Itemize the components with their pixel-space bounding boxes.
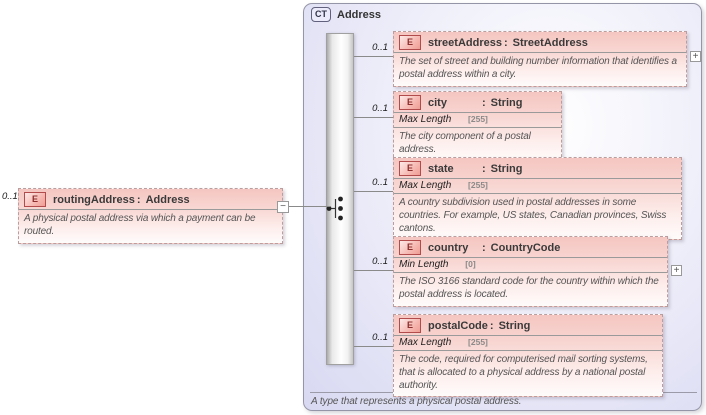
element-badge-icon: E [399,95,421,110]
element-type: String [490,96,523,109]
facet-label: Max Length [399,337,452,348]
complex-type-title: Address [337,8,382,21]
expand-button-country[interactable]: + [671,265,682,276]
connector-line-root [283,206,331,207]
divider [19,209,282,210]
cardinality-state: 0..1 [372,177,388,188]
facet-row: Max Length [255] [394,113,561,127]
element-badge-icon: E [24,192,46,207]
element-description: The set of street and building number in… [399,56,677,80]
colon-separator: : [482,96,486,109]
element-header: E streetAddress : StreetAddress [394,32,686,52]
element-routingAddress[interactable]: E routingAddress : Address A physical po… [18,188,283,244]
element-type: StreetAddress [512,36,588,49]
element-badge-icon: E [399,318,421,333]
colon-separator: : [489,319,494,332]
collapse-button[interactable]: − [277,201,289,213]
element-name: state [428,162,454,175]
colon-separator: : [136,193,141,206]
element-description: The ISO 3166 standard code for the count… [399,276,659,300]
connector-line-postalCode [354,346,393,347]
element-type: String [490,162,523,175]
element-header: E city : String [394,92,561,112]
element-type: Address [145,193,190,206]
facet-label: Min Length [399,259,449,270]
element-description: A physical postal address via which a pa… [24,213,256,237]
divider [394,127,561,128]
element-header: E postalCode : String [394,315,662,335]
divider [394,257,667,258]
cardinality-city: 0..1 [372,103,388,114]
connector-line-country [354,270,393,271]
element-header: E routingAddress : Address [19,189,282,209]
element-description: The city component of a postal address. [399,131,531,155]
element-name: postalCode [428,319,488,332]
complex-type-header: CT Address [311,7,381,22]
element-badge-icon: E [399,161,421,176]
cardinality-streetAddress: 0..1 [372,42,388,53]
element-header: E state : String [394,158,681,178]
divider [394,193,681,194]
element-postalCode[interactable]: E postalCode : String Max Length [255] T… [393,314,663,398]
element-streetAddress[interactable]: E streetAddress : StreetAddress The set … [393,31,687,87]
complex-type-badge: CT [311,7,331,22]
complex-type-annotation: A type that represents a physical postal… [311,396,522,407]
colon-separator: : [482,162,486,175]
facet-row: Max Length [255] [394,179,681,193]
sequence-icon[interactable] [325,194,346,223]
element-country[interactable]: E country : CountryCode Min Length [0] T… [393,236,668,307]
colon-separator: : [503,36,508,49]
element-name: streetAddress [428,36,502,49]
element-description: A country subdivision used in postal add… [399,197,667,234]
facet-value: [255] [468,114,488,124]
facet-row: Min Length [0] [394,258,667,272]
divider [394,112,561,113]
element-name: routingAddress [53,193,135,206]
divider [394,335,662,336]
facet-label: Max Length [399,180,452,191]
element-city[interactable]: E city : String Max Length [255] The cit… [393,91,562,162]
element-description: The code, required for computerised mail… [399,354,648,391]
facet-value: [0] [465,259,476,269]
divider [394,52,686,53]
element-name: city [428,96,447,109]
cardinality-country: 0..1 [372,256,388,267]
divider [394,272,667,273]
element-badge-icon: E [399,240,421,255]
facet-label: Max Length [399,114,452,125]
element-state[interactable]: E state : String Max Length [255] A coun… [393,157,682,241]
connector-line-city [354,117,393,118]
element-name: country [428,241,469,254]
facet-value: [255] [468,337,488,347]
divider [394,350,662,351]
element-type: String [498,319,531,332]
element-header: E country : CountryCode [394,237,667,257]
cardinality-routingAddress: 0..1 [2,191,18,202]
divider [394,178,681,179]
facet-row: Max Length [255] [394,336,662,350]
expand-button-streetAddress[interactable]: + [690,51,701,62]
element-badge-icon: E [399,35,421,50]
connector-line-streetAddress [354,56,393,57]
element-type: CountryCode [490,241,561,254]
colon-separator: : [482,241,486,254]
facet-value: [255] [468,180,488,190]
cardinality-postalCode: 0..1 [372,332,388,343]
connector-line-state [354,191,393,192]
